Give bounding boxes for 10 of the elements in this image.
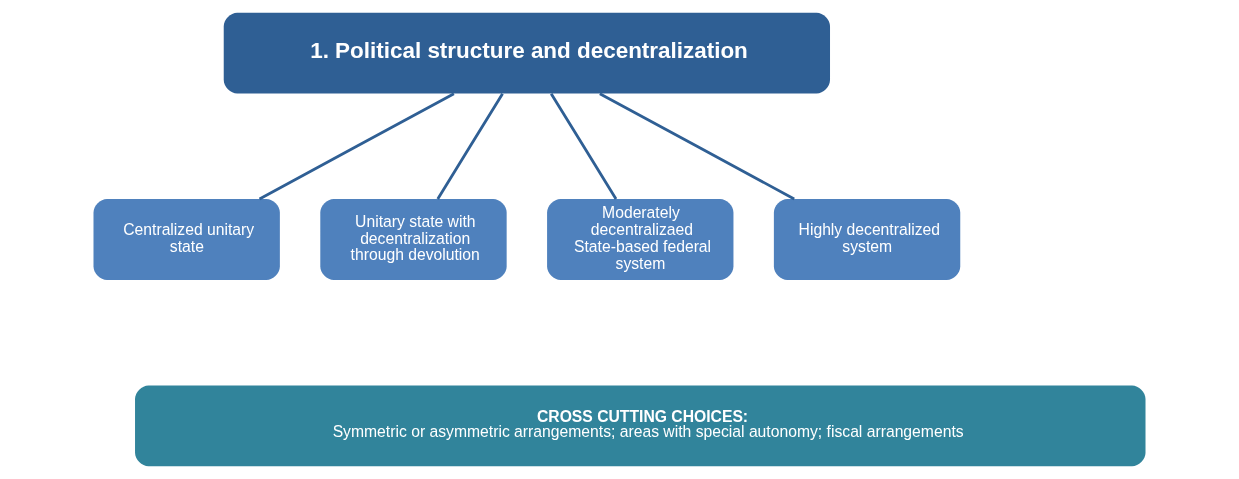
node-box: Moderately decentralizaed State-based federal system	[547, 199, 734, 280]
connector	[599, 92, 795, 201]
connector	[436, 93, 504, 200]
node-box: CROSS CUTTING CHOICES: Symmetric or asymmetric arrangements; areas with special autonomy; fiscal arrangements	[135, 385, 1146, 467]
node-box: Unitary state with decentralization through devolution	[320, 199, 507, 280]
node-box: Centralized unitary state	[93, 199, 280, 280]
node-box: 1. Political structure and decentralization	[223, 12, 830, 94]
connector	[550, 93, 618, 200]
node-box: Highly decentralized system	[773, 199, 961, 280]
connector	[258, 92, 455, 201]
